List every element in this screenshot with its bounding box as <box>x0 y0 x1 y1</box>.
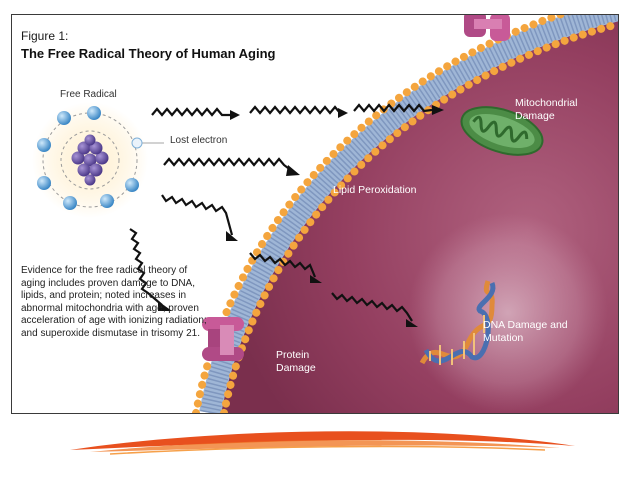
arrow-mitochondria-3 <box>353 103 433 113</box>
radical-arrows <box>129 103 444 327</box>
arrow-membrane <box>161 194 234 236</box>
membrane-inner-beads <box>220 20 618 413</box>
protein-channel <box>202 317 244 361</box>
free-radical-label: Free Radical <box>60 89 117 100</box>
dna-damage-label: DNA Damage and Mutation <box>483 319 568 344</box>
top-membrane-protein <box>464 15 510 41</box>
mitochondrial-damage-label: Mitochondrial Damage <box>515 97 578 122</box>
nucleus-protons <box>71 134 109 186</box>
protein-damage-label: Protein Damage <box>276 349 316 374</box>
arrow-dna-1 <box>249 252 317 278</box>
diagram-canvas <box>32 15 618 413</box>
evidence-paragraph: Evidence for the free radical theory of … <box>21 265 207 339</box>
arrow-dna-2 <box>331 292 413 322</box>
arrow-lipid <box>163 157 293 172</box>
lipid-peroxidation-label: Lipid Peroxidation <box>333 184 417 196</box>
arrow-protein <box>129 228 163 306</box>
lost-electron-marker <box>131 137 143 149</box>
arrow-mitochondria-1 <box>151 107 230 117</box>
free-radical-atom <box>32 102 164 218</box>
electrons <box>37 106 139 210</box>
nucleus-glow <box>408 213 608 413</box>
figure-panel: Figure 1: The Free Radical Theory of Hum… <box>11 14 619 414</box>
mitochondrion <box>460 106 544 156</box>
lost-electron-label: Lost electron <box>170 135 228 146</box>
figure-label: Figure 1: <box>21 29 69 43</box>
dna-helix <box>419 280 496 365</box>
decorative-swoosh <box>70 431 575 455</box>
arrow-mitochondria-2 <box>249 105 341 115</box>
figure-title: The Free Radical Theory of Human Aging <box>21 46 276 61</box>
